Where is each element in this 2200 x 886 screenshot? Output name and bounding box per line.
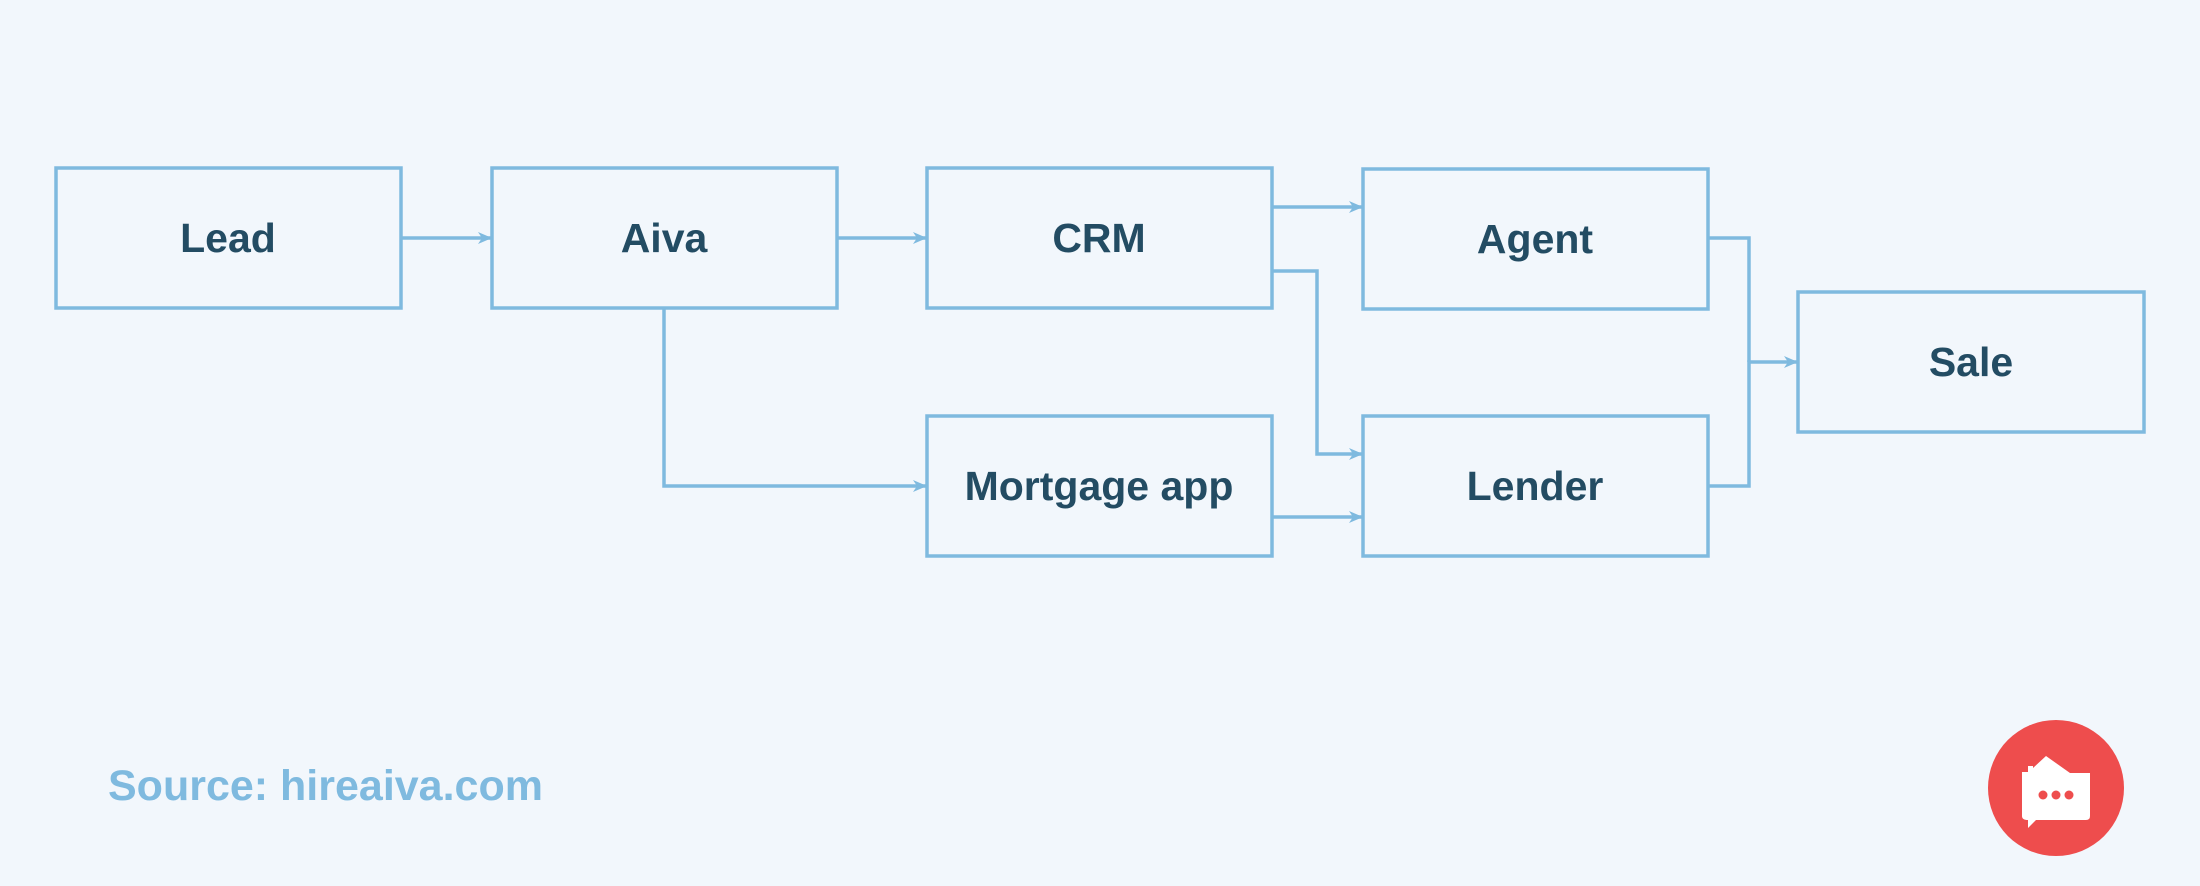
node-lead: Lead xyxy=(54,166,403,310)
node-label: CRM xyxy=(1052,215,1145,261)
node-mortgage-app: Mortgage app xyxy=(925,414,1274,558)
node-box xyxy=(925,414,1274,558)
node-box xyxy=(490,166,839,310)
node-label: Lender xyxy=(1467,463,1604,509)
source-caption: Source: hireaiva.com xyxy=(108,762,543,810)
edge-agent-sale xyxy=(1708,236,1751,362)
node-label: Aiva xyxy=(621,215,709,261)
node-agent: Agent xyxy=(1361,167,1710,311)
node-aiva: Aiva xyxy=(490,166,839,310)
node-box xyxy=(1361,414,1710,558)
node-box xyxy=(925,166,1274,310)
edges xyxy=(401,201,1798,523)
house-chat-icon xyxy=(1988,720,2124,856)
edge-aiva-mortgage xyxy=(662,308,927,492)
node-label: Lead xyxy=(180,215,276,261)
node-box xyxy=(1796,290,2146,434)
node-box xyxy=(1361,167,1710,311)
edge-lender-sale xyxy=(1708,356,1798,488)
edge-crm-lender xyxy=(1272,269,1363,460)
node-label: Mortgage app xyxy=(965,463,1234,509)
node-crm: CRM xyxy=(925,166,1274,310)
node-sale: Sale xyxy=(1796,290,2146,434)
node-lender: Lender xyxy=(1361,414,1710,558)
node-box xyxy=(54,166,403,310)
node-label: Agent xyxy=(1477,216,1594,262)
node-label: Sale xyxy=(1929,339,2013,385)
